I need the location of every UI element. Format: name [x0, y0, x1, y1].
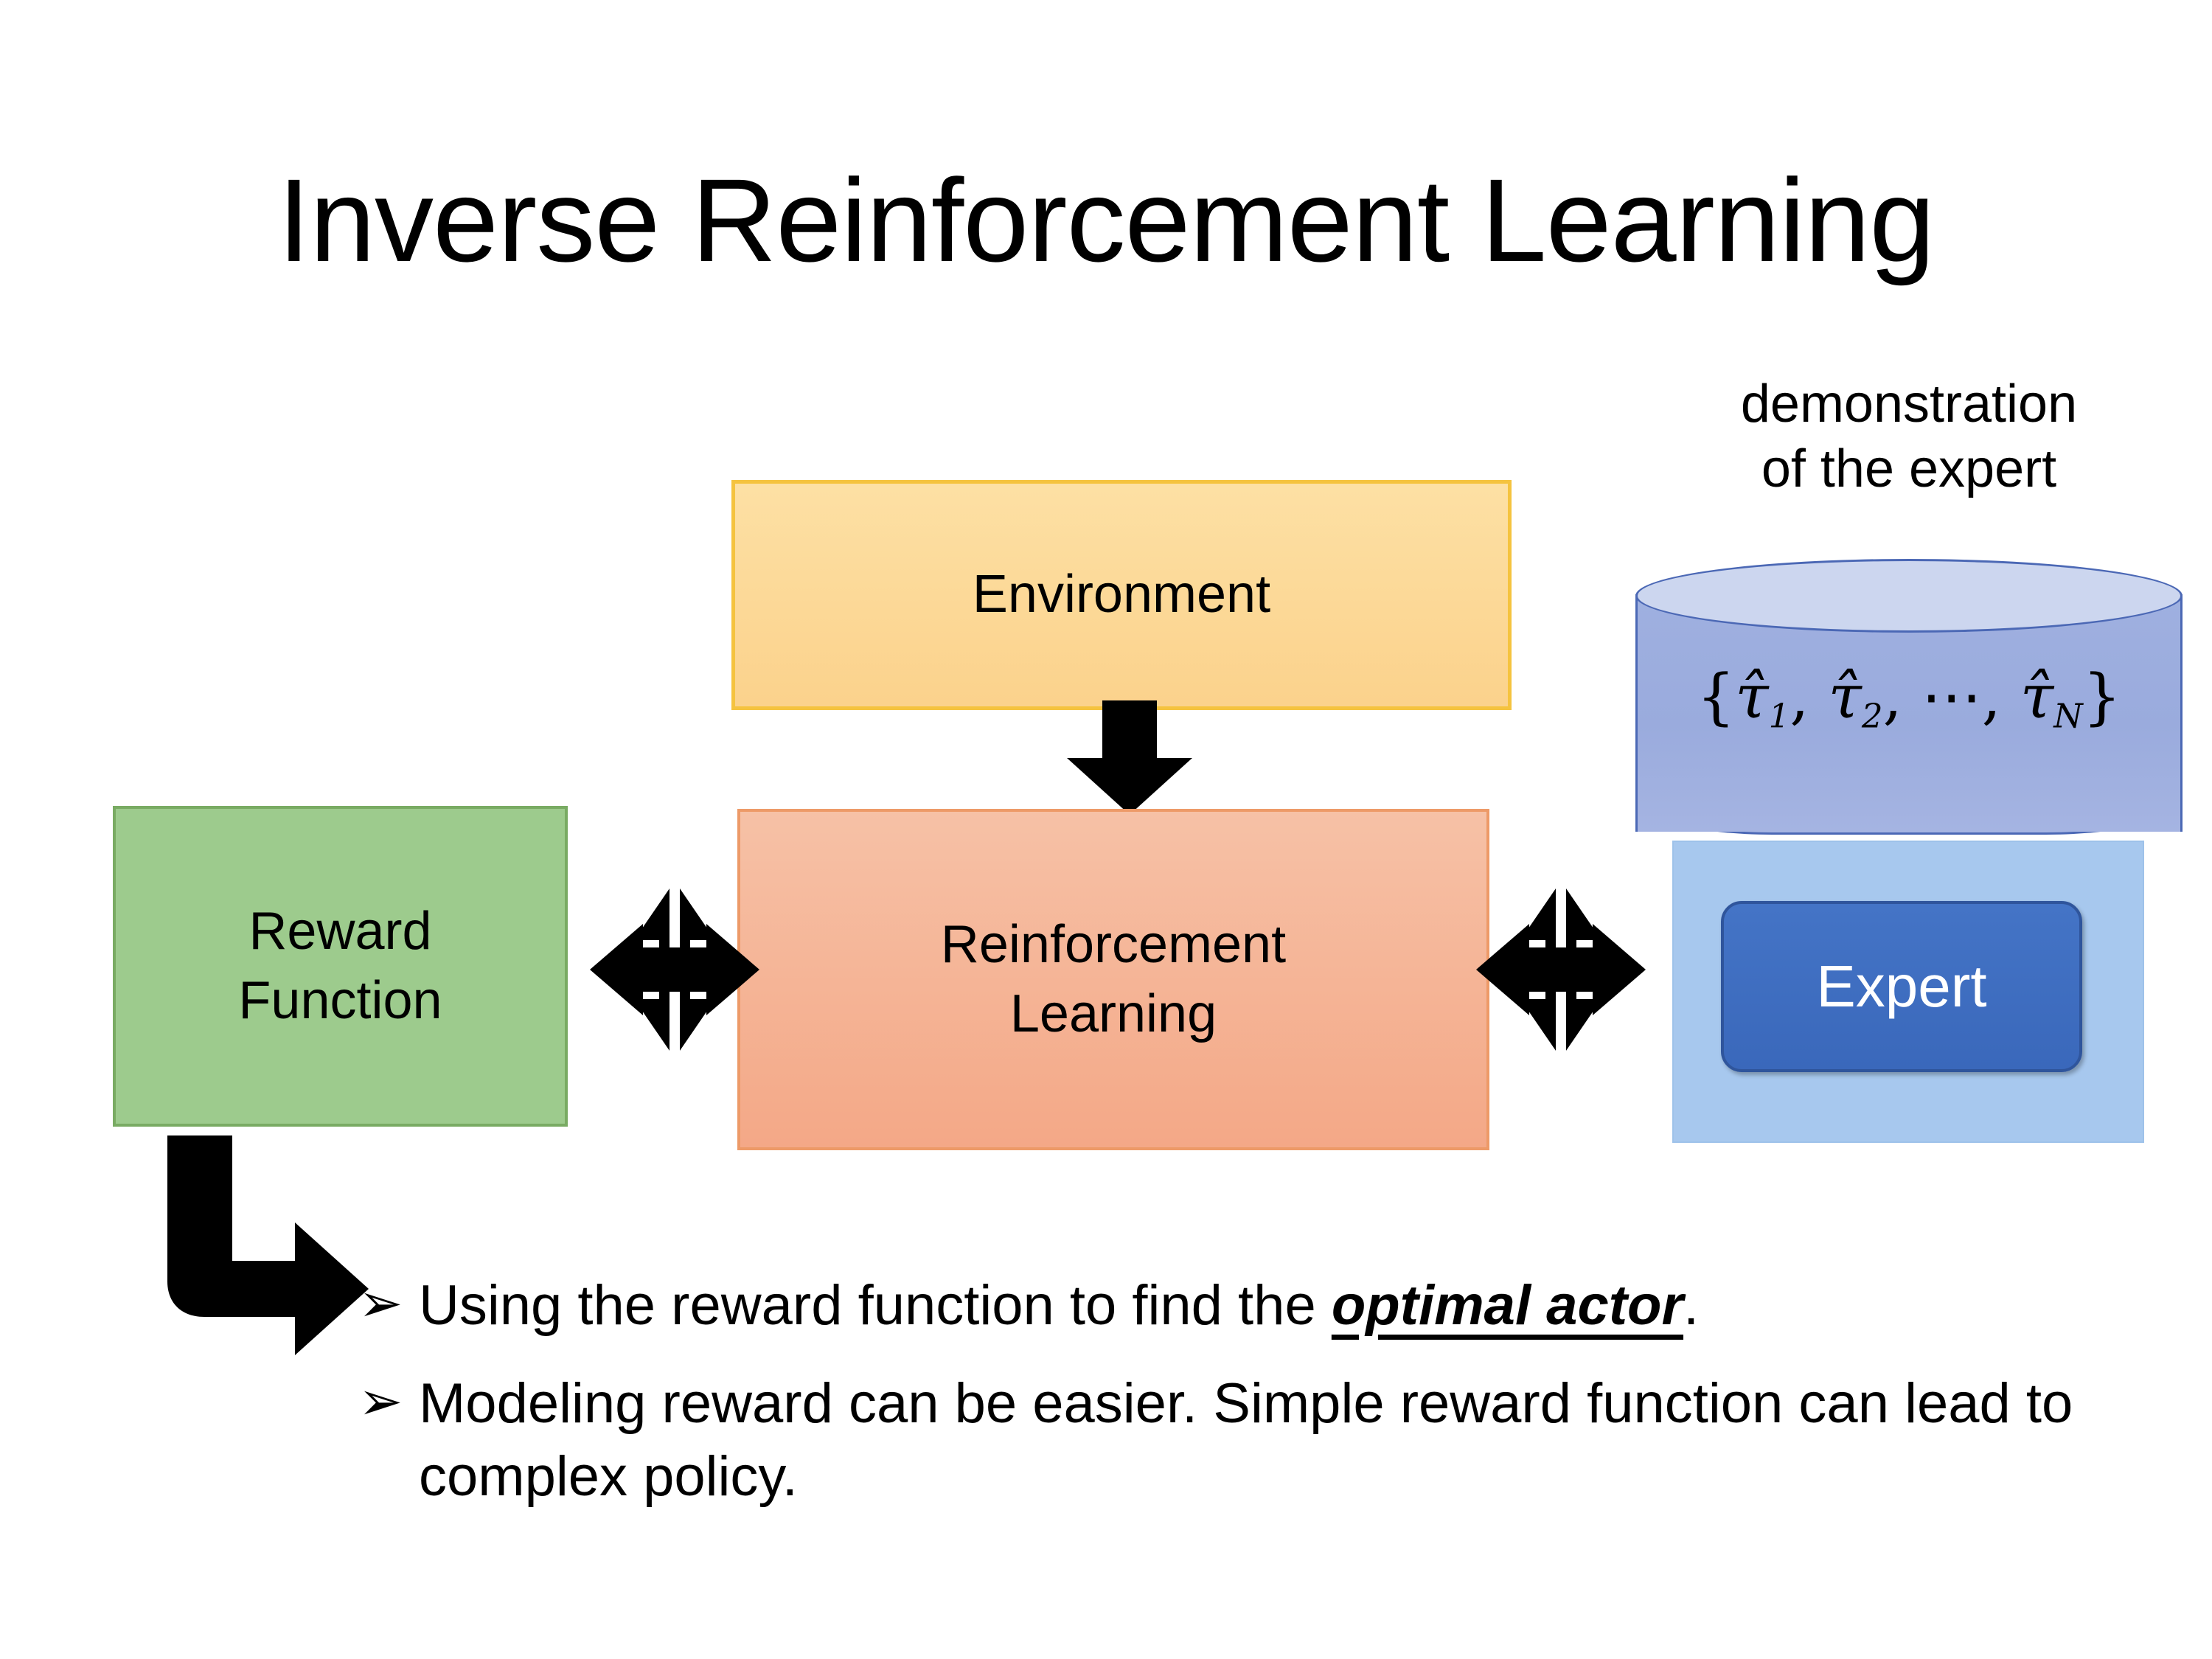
bullet-2-prefix: Modeling reward can be easier. Simple re…: [419, 1371, 2073, 1508]
formula-comma-3: ,: [1981, 662, 2020, 732]
reward-function-box-label: Reward Function: [238, 897, 442, 1035]
arrow-rl-to-expert-icon: [1476, 888, 1646, 1051]
formula-open-brace: {: [1697, 662, 1736, 732]
bullet-text: Modeling reward can be easier. Simple re…: [419, 1368, 2113, 1514]
bullet-1-prefix: Using the reward function to find the: [419, 1274, 1332, 1337]
environment-box[interactable]: Environment: [731, 480, 1512, 710]
list-item: ➢ Modeling reward can be easier. Simple …: [358, 1368, 2113, 1514]
list-item: ➢ Using the reward function to find the …: [358, 1270, 2113, 1343]
rl-label-line1: Reinforcement: [940, 914, 1287, 974]
arrow-reward-to-bullets-icon: [159, 1135, 372, 1379]
bullet-1-suffix: .: [1683, 1274, 1700, 1337]
arrow-environment-to-rl-icon: [1067, 700, 1192, 815]
cylinder-top-ellipse: [1635, 559, 2183, 633]
reinforcement-learning-box-label: Reinforcement Learning: [941, 911, 1286, 1048]
formula-sub-2: 2: [1861, 696, 1883, 736]
formula-comma-2: ,: [1882, 662, 1921, 732]
expert-box-label: Expert: [1816, 953, 1987, 1019]
cylinder-body: [1635, 594, 2183, 832]
demonstration-caption-line2: of the expert: [1761, 439, 2057, 498]
environment-box-label: Environment: [972, 565, 1271, 625]
reinforcement-learning-box[interactable]: Reinforcement Learning: [737, 809, 1489, 1150]
rl-label-line2: Learning: [1009, 984, 1217, 1043]
bullet-1-emphasis: optimal actor: [1331, 1274, 1684, 1337]
arrow-reward-to-rl-icon: [590, 888, 759, 1051]
trajectory-set-formula: {τ̂1, τ̂2, ⋯, τ̂N}: [1635, 662, 2183, 736]
formula-sub-1: 1: [1768, 696, 1790, 736]
reward-function-box[interactable]: Reward Function: [113, 806, 568, 1127]
bullet-text: Using the reward function to find the op…: [419, 1270, 2113, 1343]
page-title: Inverse Reinforcement Learning: [277, 154, 1935, 286]
bullet-arrow-icon: ➢: [358, 1274, 403, 1333]
demonstration-caption-line1: demonstration: [1740, 375, 2078, 434]
expert-box[interactable]: Expert: [1721, 901, 2082, 1072]
formula-ellipsis: ⋯: [1921, 662, 1982, 732]
formula-tau-3: τ̂: [2020, 662, 2054, 732]
formula-tau-2: τ̂: [1828, 662, 1862, 732]
formula-close-brace: }: [2082, 662, 2121, 732]
reward-label-line2: Function: [238, 970, 442, 1030]
bullet-list: ➢ Using the reward function to find the …: [358, 1270, 2113, 1538]
formula-comma-1: ,: [1790, 662, 1829, 732]
reward-label-line1: Reward: [248, 901, 432, 961]
bullet-arrow-icon: ➢: [358, 1371, 403, 1431]
demonstration-database-cylinder[interactable]: {τ̂1, τ̂2, ⋯, τ̂N}: [1635, 559, 2183, 867]
formula-tau-1: τ̂: [1735, 662, 1769, 732]
formula-sub-3: N: [2053, 696, 2083, 736]
demonstration-caption: demonstration of the expert: [1635, 372, 2183, 502]
